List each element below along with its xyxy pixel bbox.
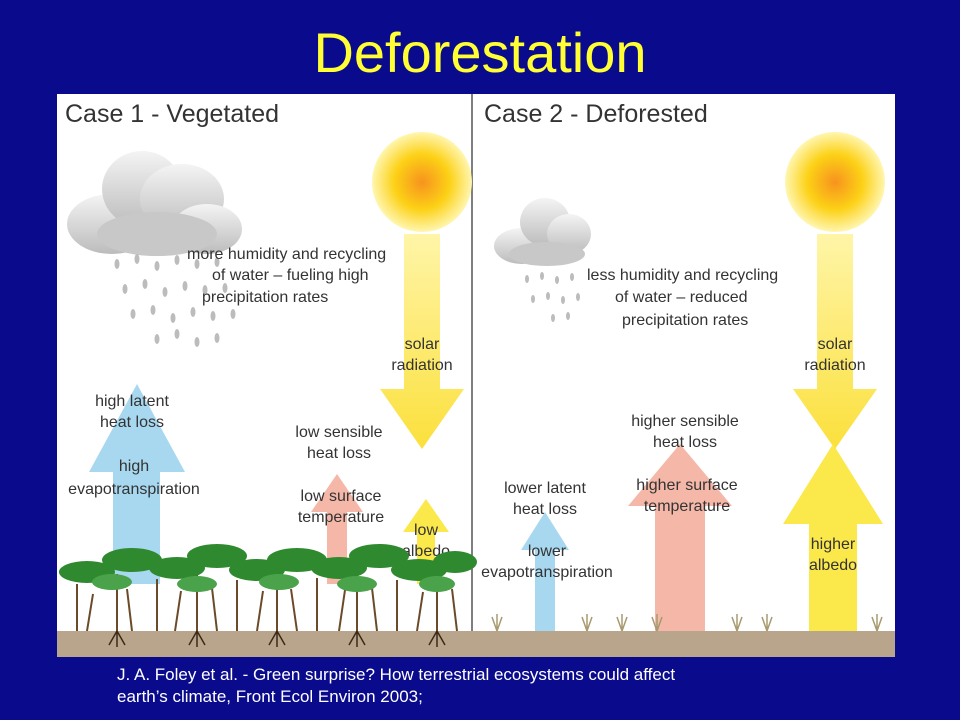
- case1-solar-line1: solar: [405, 336, 440, 353]
- case2-sensible-line2: heat loss: [653, 434, 717, 451]
- case1-albedo-line1: low: [414, 522, 438, 539]
- citation-line1: J. A. Foley et al. - Green surprise? How…: [117, 665, 676, 684]
- case1-sensible-arrow: [311, 474, 363, 584]
- case2-humidity-line3: precipitation rates: [622, 312, 748, 329]
- case2-solar-line2: radiation: [804, 357, 865, 374]
- case1-surface-line2: temperature: [298, 509, 384, 526]
- climate-diagram: Case 1 - Vegetated Case 2 - Deforested m…: [57, 94, 895, 657]
- case2-surface-line1: higher surface: [636, 477, 737, 494]
- case1-humidity-line1: more humidity and recycling: [187, 246, 386, 263]
- case1-albedo-arrow: [403, 499, 449, 584]
- case1-cloud-icon: [67, 151, 242, 256]
- case1-solar-line2: radiation: [391, 357, 452, 374]
- citation: J. A. Foley et al. - Green surprise? How…: [117, 664, 917, 708]
- case2-solar-line1: solar: [818, 336, 853, 353]
- case2-cloud-icon: [494, 198, 591, 266]
- case1-rain-icon: [114, 254, 236, 347]
- case1-evapo-line1: high: [119, 458, 149, 475]
- case2-albedo-line2: albedo: [809, 557, 857, 574]
- case1-latent-line1: high latent: [95, 393, 169, 410]
- case1-sun-icon: [372, 132, 472, 232]
- case2-evapo-line2: evapotranspiration: [481, 564, 613, 581]
- case1-evapo-line2: evapotranspiration: [68, 481, 200, 498]
- case2-surface-line2: temperature: [644, 498, 730, 515]
- ground-strip: [57, 631, 895, 657]
- case1-canopy-icon: [59, 544, 477, 592]
- case2-evapo-line1: lower: [528, 543, 567, 560]
- case1-roots-icon: [108, 630, 446, 647]
- case2-rain-icon: [525, 272, 580, 322]
- case1-sensible-line2: heat loss: [307, 445, 371, 462]
- case2-latent-line2: heat loss: [513, 501, 577, 518]
- case2-sensible-arrow: [628, 444, 732, 631]
- case1-latent-line2: heat loss: [100, 414, 164, 431]
- case1-sensible-line1: low sensible: [295, 424, 382, 441]
- case1-humidity-line3: precipitation rates: [202, 289, 328, 306]
- case2-heading: Case 2 - Deforested: [484, 100, 708, 128]
- case2-albedo-arrow: [783, 444, 883, 631]
- case2-sensible-line1: higher sensible: [631, 413, 739, 430]
- case1-solar-arrow: [380, 234, 464, 449]
- citation-line2: earth’s climate, Front Ecol Environ 2003…: [117, 687, 423, 706]
- case2-latent-line1: lower latent: [504, 480, 586, 497]
- case2-sun-icon: [785, 132, 885, 232]
- case2-grass-icon: [491, 614, 883, 632]
- case2-solar-arrow: [793, 234, 877, 449]
- case1-forest-icon: [76, 572, 458, 632]
- case2-latent-arrow: [521, 512, 569, 631]
- case2-humidity-line2: of water – reduced: [615, 289, 748, 306]
- case1-latent-arrow: [89, 384, 185, 584]
- slide-title: Deforestation: [313, 21, 647, 84]
- case1-heading: Case 1 - Vegetated: [65, 100, 279, 128]
- case1-surface-line1: low surface: [301, 488, 382, 505]
- case2-humidity-line1: less humidity and recycling: [587, 267, 778, 284]
- case1-humidity-line2: of water – fueling high: [212, 267, 369, 284]
- case2-albedo-line1: higher: [811, 536, 856, 553]
